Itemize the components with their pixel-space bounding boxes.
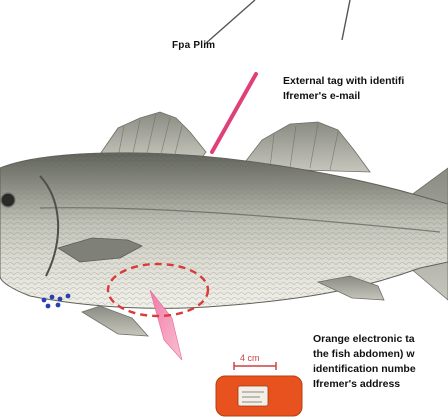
fish-eye xyxy=(1,193,15,207)
orange-tag-label xyxy=(238,386,268,406)
orange-tag-caption-line4: Ifremer's address xyxy=(313,377,416,392)
pointer-line-left xyxy=(205,0,255,44)
orange-tag-caption-line2: the fish abdomen) w xyxy=(313,347,416,362)
scale-label: 4 cm xyxy=(240,353,260,363)
external-tag-caption-line1: External tag with identifi xyxy=(283,74,404,89)
orange-tag-caption-line1: Orange electronic ta xyxy=(313,332,416,347)
pointer-line-right xyxy=(342,0,350,40)
orange-tag-caption: Orange electronic ta the fish abdomen) w… xyxy=(313,332,416,392)
external-tag-caption-line2: Ifremer's e-mail xyxy=(283,89,404,104)
top-label: Fpa Plim xyxy=(172,40,215,51)
fish-scales xyxy=(0,153,448,309)
external-tag xyxy=(212,74,256,152)
pelvic-fin xyxy=(82,306,148,336)
external-tag-caption: External tag with identifi Ifremer's e-m… xyxy=(283,74,404,104)
orange-tag-caption-line3: identification numbe xyxy=(313,362,416,377)
